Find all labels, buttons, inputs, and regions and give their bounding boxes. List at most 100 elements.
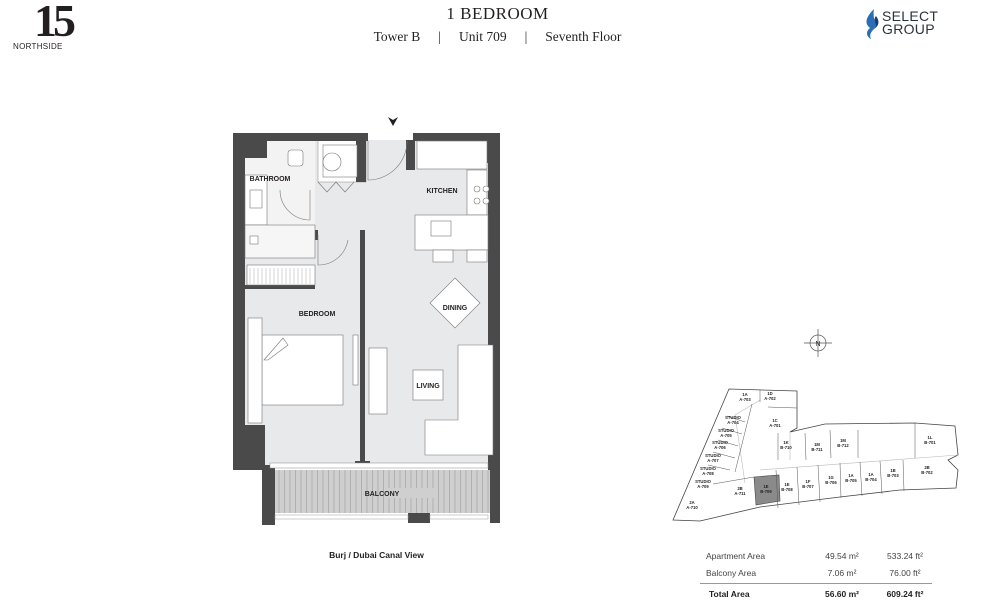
keyplan-unit-code: A-703	[739, 397, 751, 402]
developer-logo: SELECT GROUP	[882, 8, 939, 37]
keyplan-unit-type: 1K	[783, 440, 788, 445]
keyplan-unit-code: B-709	[760, 489, 772, 494]
entry-arrow-icon	[388, 117, 398, 126]
keyplan-unit-code: B-701	[924, 440, 936, 445]
developer-logo-line1: SELECT	[882, 8, 939, 24]
area-sqft: 533.24 ft²	[887, 551, 923, 561]
keyplan-unit-type: 2A	[689, 500, 694, 505]
keyplan-unit-code: B-702	[921, 470, 933, 475]
project-logo-name: NORTHSIDE	[13, 42, 63, 51]
separator: |	[524, 29, 528, 44]
keyplan-unit-code: B-710	[780, 445, 792, 450]
separator: |	[438, 29, 441, 44]
keyplan-unit-type: 1M	[814, 442, 820, 447]
keyplan-unit-code: B-706	[825, 480, 837, 485]
unit-subtitle: Tower B|Unit 709|Seventh Floor	[0, 29, 995, 45]
floor-label: Seventh Floor	[545, 29, 622, 44]
unit-label: Unit 709	[458, 29, 507, 44]
keyplan-unit-type: 1A	[848, 473, 853, 478]
keyplan-unit-type: STUDIO	[712, 440, 729, 445]
keyplan-unit-code: B-707	[802, 484, 814, 489]
area-row-apartment: Apartment Area 49.54 m² 533.24 ft²	[700, 548, 932, 566]
keyplan-unit-type: STUDIO	[718, 428, 735, 433]
keyplan-unit-type: 1E	[784, 482, 789, 487]
area-row-total: Total Area 56.60 m² 609.24 ft²	[700, 584, 932, 602]
keyplan-unit-code: B-712	[837, 443, 849, 448]
keyplan-unit-code: A-709	[697, 484, 709, 489]
room-label-living: LIVING	[416, 383, 440, 390]
keyplan-unit-code: A-701	[769, 423, 781, 428]
keyplan-unit-code: A-706	[714, 445, 726, 450]
area-sqm: 49.54 m²	[825, 551, 859, 561]
keyplan-unit-code: A-702	[764, 396, 776, 401]
keyplan-unit-code: B-703	[887, 473, 899, 478]
keyplan-unit-code: A-711	[734, 491, 746, 496]
total-area-sqm: 56.60 m²	[824, 589, 860, 599]
keyplan-unit-code: B-705	[845, 478, 857, 483]
balcony-area	[275, 470, 490, 513]
compass-icon: N	[804, 329, 832, 357]
keyplan-unit-type: 2B	[737, 486, 742, 491]
keyplan-unit-type: 1L	[928, 435, 933, 440]
area-sqm: 7.06 m²	[827, 568, 857, 578]
keyplan-unit-type: 1M	[840, 438, 846, 443]
view-caption: Burj / Dubai Canal View	[329, 550, 424, 560]
keyplan-unit-type: 1D	[767, 391, 772, 396]
highlighted-unit	[753, 474, 781, 506]
select-group-flame-icon	[866, 9, 879, 39]
project-logo-number: 15	[34, 0, 76, 46]
area-row-balcony: Balcony Area 7.06 m² 76.00 ft²	[700, 566, 932, 584]
total-area-label: Total Area	[709, 589, 750, 599]
keyplan-unit-type: 2B	[924, 465, 929, 470]
keyplan-unit-type: 1E	[763, 484, 768, 489]
keyplan-unit-code: A-707	[707, 458, 719, 463]
area-label: Balcony Area	[706, 568, 757, 578]
compass-north-label: N	[815, 341, 820, 348]
area-sqft: 76.00 ft²	[889, 568, 921, 578]
keyplan-unit-code: A-704	[727, 420, 739, 425]
area-label: Apartment Area	[706, 551, 766, 561]
total-area-sqft: 609.24 ft²	[886, 589, 924, 599]
keyplan-unit-type: STUDIO	[705, 453, 722, 458]
developer-logo-line2: GROUP	[882, 21, 935, 37]
keyplan-unit-type: 1G	[828, 475, 834, 480]
page-title: 1 BEDROOM	[446, 4, 549, 23]
keyplan-unit-code: A-710	[686, 505, 698, 510]
room-label-dining: DINING	[443, 305, 468, 312]
keyplan-unit-type: STUDIO	[725, 415, 742, 420]
keyplan-unit-code: A-708	[702, 471, 714, 476]
keyplan-unit-type: STUDIO	[700, 466, 717, 471]
keyplan-unit-type: STUDIO	[695, 479, 712, 484]
room-label-kitchen: KITCHEN	[426, 188, 457, 195]
room-label-bedroom: BEDROOM	[299, 311, 336, 318]
room-label-bathroom: BATHROOM	[250, 176, 291, 183]
keyplan-unit-code: A-705	[720, 433, 732, 438]
keyplan-unit-type: 1B	[890, 468, 895, 473]
keyplan-unit-type: 1C	[772, 418, 777, 423]
keyplan-unit-type: 1A	[868, 472, 873, 477]
